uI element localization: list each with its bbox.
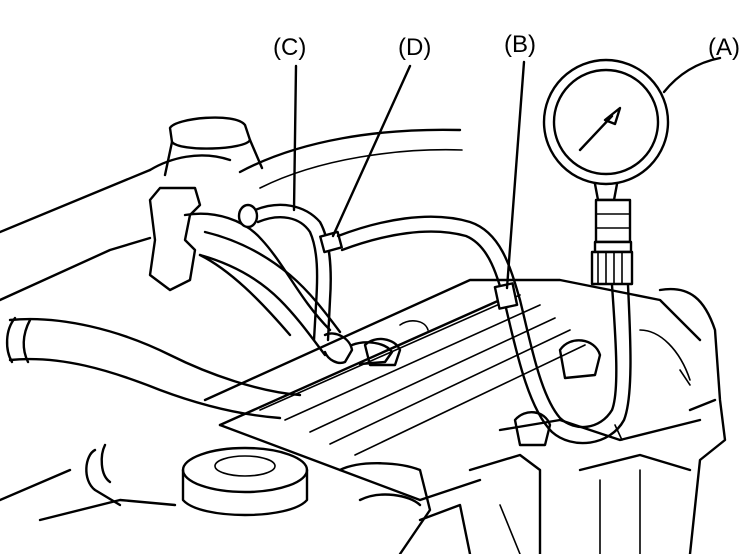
engine-block — [0, 116, 727, 556]
three-way-joint-d — [319, 230, 343, 254]
fuel-hose-c — [198, 203, 394, 366]
label-b: (B) — [504, 31, 536, 58]
gauge-hose-b — [336, 215, 632, 445]
label-c: (C) — [273, 34, 306, 61]
label-d: (D) — [398, 34, 431, 61]
label-a: (A) — [708, 34, 740, 61]
leader-lines — [292, 56, 722, 290]
pressure-gauge-a — [542, 58, 670, 286]
